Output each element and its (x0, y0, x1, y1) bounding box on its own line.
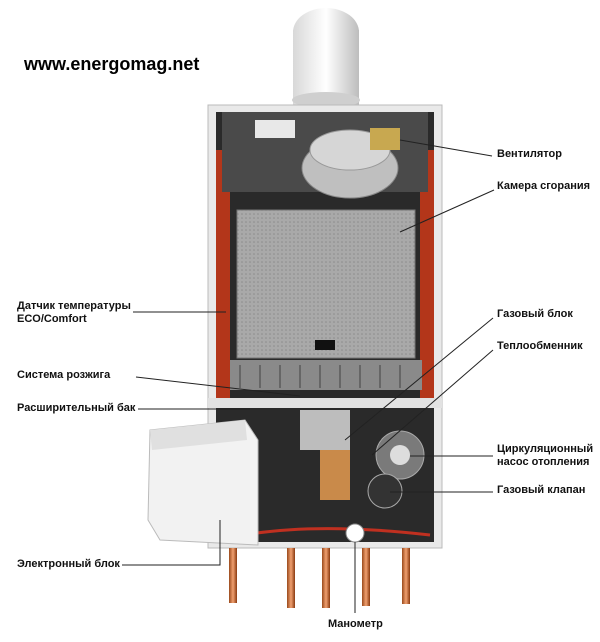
label-heat-exchanger: Теплообменник (497, 340, 583, 352)
label-circulation-pump: Циркуляционный насос отопления (497, 443, 593, 469)
gas-block (300, 410, 350, 450)
label-manometer: Манометр (328, 618, 383, 630)
label-pump-line2: насос отопления (497, 456, 590, 468)
manometer (345, 523, 365, 543)
label-sensor-line1: Датчик температуры (17, 300, 131, 312)
label-pump-line1: Циркуляционный (497, 443, 594, 455)
label-gas-valve: Газовый клапан (497, 484, 586, 496)
label-temperature-sensor: Датчик температуры ECO/Comfort (17, 300, 131, 326)
gas-valve (367, 473, 403, 509)
site-watermark: www.energomag.net (24, 54, 200, 74)
label-gas-block: Газовый блок (497, 308, 573, 320)
label-combustion-chamber: Камера сгорания (497, 180, 591, 192)
label-electronic-unit: Электронный блок (17, 558, 120, 570)
label-sensor-line2: ECO/Comfort (17, 313, 87, 325)
label-fan: Вентилятор (497, 148, 562, 160)
leader-lines (122, 139, 495, 613)
label-ignition-system: Система розжига (17, 369, 111, 381)
fan (301, 128, 400, 199)
flue-pipe (292, 8, 360, 110)
connection-pipes (229, 548, 410, 608)
label-expansion-tank: Расширительный бак (17, 402, 136, 414)
combustion-chamber (236, 209, 416, 359)
